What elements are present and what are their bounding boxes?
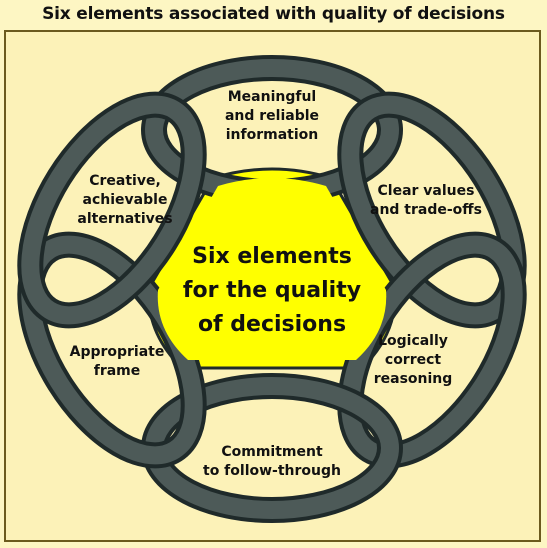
element-creative-alternatives: Creative, achievable alternatives xyxy=(77,173,173,227)
element-appropriate-frame: Appropriate frame xyxy=(69,344,165,379)
center-label: Six elements for the quality of decision… xyxy=(182,244,362,337)
element-clear-values: Clear values and trade-offs xyxy=(370,183,482,218)
center-hub-overlay xyxy=(157,178,387,360)
element-logical-reasoning: Logically correct reasoning xyxy=(373,333,453,387)
element-meaningful-information: Meaningful and reliable information xyxy=(224,89,320,143)
element-commitment: Commitment to follow-through xyxy=(203,444,341,479)
diagram-title: Six elements associated with quality of … xyxy=(42,4,505,24)
